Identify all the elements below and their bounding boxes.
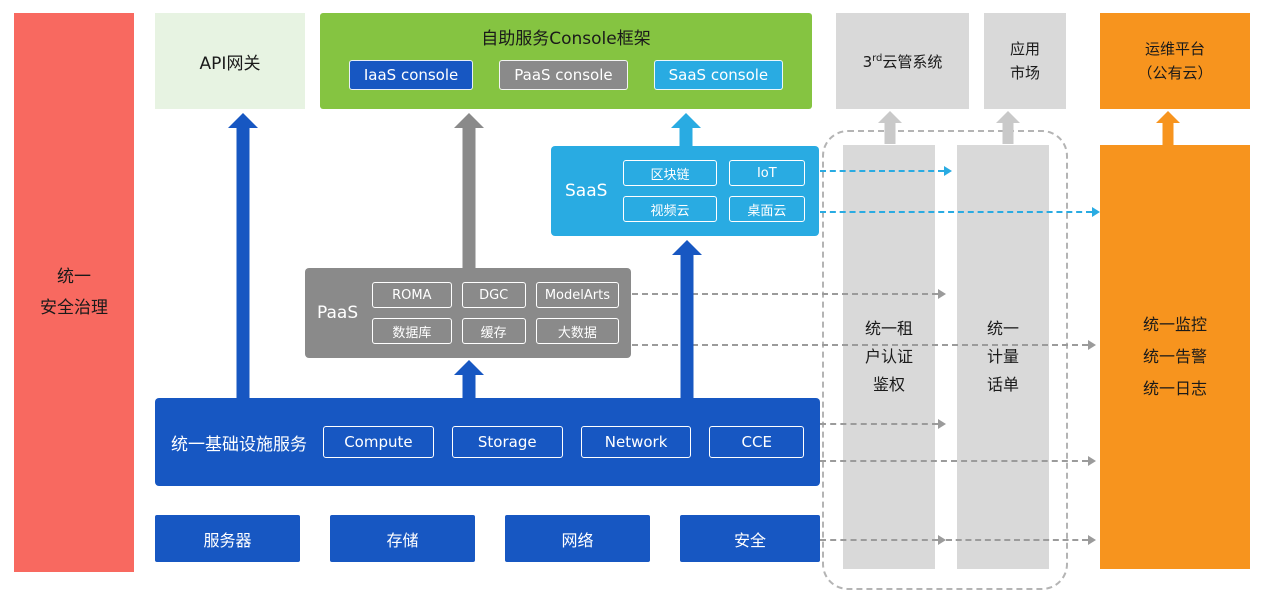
third-party-rest-text: 云管系统 <box>882 52 943 71</box>
tenant-auth-bar: 统一租 户认证 鉴权 <box>843 145 935 569</box>
saas-item-desktop-cloud: 桌面云 <box>728 196 805 222</box>
arrow-paas-to-console <box>454 113 484 268</box>
dashed-line-hardware-to-auth <box>820 539 938 541</box>
arrow-head <box>454 360 484 375</box>
arrow-ombar-to-om-platform <box>1156 111 1180 145</box>
console-framework-box: 自助服务Console框架 IaaS console PaaS console … <box>320 13 812 109</box>
iaas-item-network: Network <box>580 426 692 458</box>
paas-services-grid: ROMA DGC ModelArts 数据库 缓存 大数据 <box>372 282 619 344</box>
console-chips-row: IaaS console PaaS console SaaS console <box>320 60 812 90</box>
paas-item-database: 数据库 <box>372 318 452 344</box>
dashed-arrowhead <box>1088 340 1096 350</box>
dashed-arrowhead <box>938 289 946 299</box>
dashed-arrowhead <box>938 419 946 429</box>
hardware-storage-box: 存储 <box>330 515 475 562</box>
arrow-auth-to-third-party <box>878 111 902 144</box>
saas-layer-label: SaaS <box>565 181 608 201</box>
arrow-infra-to-paas <box>454 360 484 398</box>
third-party-sup-text: rd <box>872 52 883 64</box>
hardware-security-box: 安全 <box>680 515 820 562</box>
saas-console-chip: SaaS console <box>653 60 784 90</box>
dashed-line-saas-to-auth <box>820 170 944 172</box>
arrow-billing-to-app-market <box>996 111 1020 144</box>
arrow-head <box>228 113 258 128</box>
dashed-line-saas-to-ombar <box>820 211 1092 213</box>
monitoring-alarm-log-bar: 统一监控 统一告警 统一日志 <box>1100 145 1250 569</box>
paas-item-dgc: DGC <box>461 282 526 308</box>
console-framework-title: 自助服务Console框架 <box>481 29 651 49</box>
iaas-item-cce: CCE <box>709 426 804 458</box>
arrow-shaft <box>462 127 476 268</box>
iaas-console-chip: IaaS console <box>348 60 474 90</box>
third-party-cloud-mgmt-box: 3rd云管系统 <box>836 13 969 109</box>
iaas-item-storage: Storage <box>451 426 563 458</box>
arrow-head <box>1156 111 1180 123</box>
arrow-saas-to-console <box>671 113 701 146</box>
paas-console-chip: PaaS console <box>499 60 628 90</box>
iaas-item-compute: Compute <box>323 426 434 458</box>
dashed-line-hardware-to-ombar <box>946 539 1088 541</box>
infrastructure-layer-label: 统一基础设施服务 <box>171 434 307 455</box>
saas-layer-box: SaaS 区块链 IoT 视频云 桌面云 <box>551 146 819 236</box>
saas-item-video-cloud: 视频云 <box>623 196 717 222</box>
arrow-head <box>996 111 1020 123</box>
paas-item-cache: 缓存 <box>461 318 526 344</box>
om-platform-public-cloud-box: 运维平台 （公有云） <box>1100 13 1250 109</box>
infrastructure-services-row: Compute Storage Network CCE <box>323 426 804 458</box>
arrow-head <box>454 113 484 128</box>
dashed-line-paas-to-auth <box>632 293 938 295</box>
arrow-infra-to-saas <box>672 240 702 398</box>
saas-services-grid: 区块链 IoT 视频云 桌面云 <box>623 160 805 222</box>
arrow-shaft <box>884 123 896 144</box>
paas-item-modelarts: ModelArts <box>535 282 619 308</box>
dashed-arrowhead <box>1088 456 1096 466</box>
security-governance-bar: 统一 安全治理 <box>14 13 134 572</box>
dashed-arrowhead <box>1088 535 1096 545</box>
dashed-line-infra-to-auth <box>820 423 938 425</box>
dashed-line-paas-to-ombar <box>632 344 1088 346</box>
arrow-shaft <box>1002 123 1014 144</box>
third-party-cloud-mgmt-label: 3rd云管系统 <box>863 51 943 72</box>
tenant-services-dashed-group <box>822 130 1068 590</box>
arrow-shaft <box>462 374 476 398</box>
paas-layer-box: PaaS ROMA DGC ModelArts 数据库 缓存 大数据 <box>305 268 631 358</box>
dashed-arrowhead <box>944 166 952 176</box>
arrow-shaft <box>679 127 693 146</box>
paas-item-roma: ROMA <box>372 282 452 308</box>
saas-item-iot: IoT <box>728 160 805 186</box>
hardware-network-box: 网络 <box>505 515 650 562</box>
infrastructure-layer-box: 统一基础设施服务 Compute Storage Network CCE <box>155 398 820 486</box>
arrow-shaft <box>680 254 694 398</box>
metering-cdr-bar: 统一 计量 话单 <box>957 145 1049 569</box>
arrow-shaft <box>236 127 250 398</box>
arrow-head <box>878 111 902 123</box>
app-market-box: 应用 市场 <box>984 13 1066 109</box>
paas-item-bigdata: 大数据 <box>535 318 619 344</box>
arrow-head <box>672 240 702 255</box>
dashed-line-infra-to-ombar <box>820 460 1088 462</box>
dashed-arrowhead <box>1092 207 1100 217</box>
third-party-base-text: 3 <box>862 52 873 71</box>
hardware-server-box: 服务器 <box>155 515 300 562</box>
arrow-head <box>671 113 701 128</box>
dashed-arrowhead <box>938 535 946 545</box>
saas-item-blockchain: 区块链 <box>623 160 717 186</box>
arrow-infra-to-api-gateway <box>228 113 258 398</box>
arrow-shaft <box>1162 123 1174 145</box>
api-gateway-box: API网关 <box>155 13 305 109</box>
paas-layer-label: PaaS <box>317 303 359 323</box>
